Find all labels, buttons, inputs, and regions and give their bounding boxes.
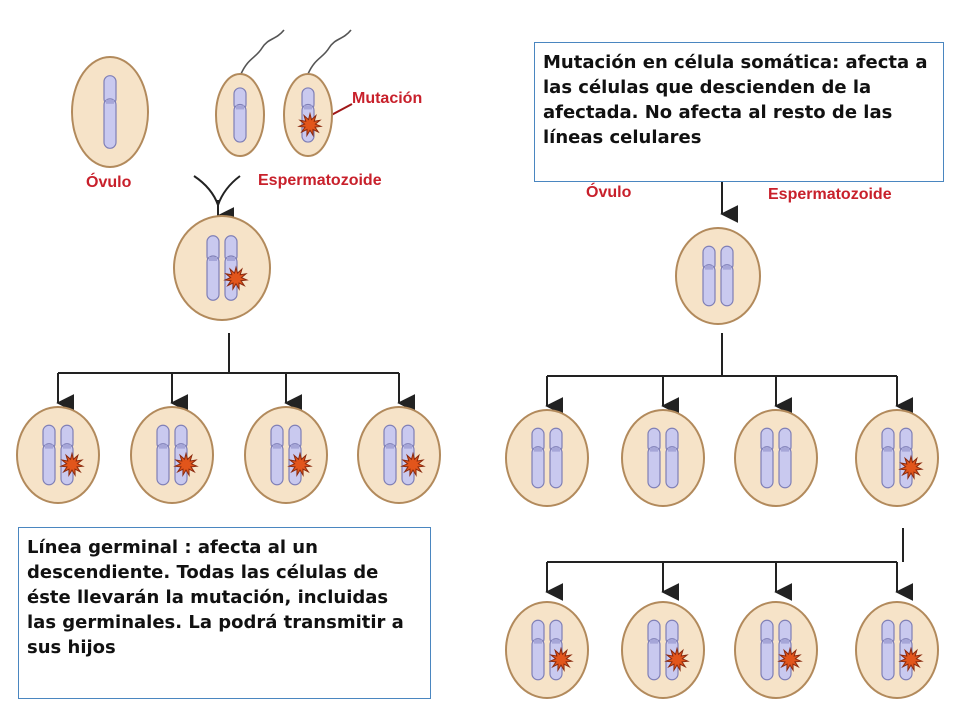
chromosome-maternal [270, 424, 284, 486]
cell-left-descendant-1 [16, 406, 100, 504]
cell-right-descendant-2 [621, 409, 705, 507]
cell-right-descendant-4 [855, 409, 939, 507]
chromosome-maternal [647, 619, 661, 681]
label-left-sperm: Espermatozoide [258, 172, 382, 189]
merge-curve [217, 175, 241, 206]
mutation-star [777, 646, 803, 673]
chromosome-maternal [156, 424, 170, 486]
chromosome [103, 75, 117, 149]
cell-right-lineage-4 [855, 601, 939, 699]
cells [16, 29, 939, 699]
mutation-star [297, 111, 323, 138]
cell-right-descendant-3 [734, 409, 818, 507]
cell-left-sperm-normal [215, 73, 265, 157]
chromosome-maternal [206, 235, 220, 301]
chromosome [233, 87, 247, 143]
chromosome-paternal [778, 427, 792, 489]
chromosome-paternal [720, 245, 734, 307]
cell-left-descendant-4 [357, 406, 441, 504]
label-right-ovum: Óvulo [586, 184, 632, 201]
chromosome-maternal [881, 427, 895, 489]
mutation-star [173, 451, 199, 478]
chromosome-maternal [881, 619, 895, 681]
mutation-star [59, 451, 85, 478]
mutation-star [664, 646, 690, 673]
sperm-tail [240, 29, 285, 75]
cell-left-sperm-mutated [283, 73, 333, 157]
cell-left-ovum [71, 56, 149, 168]
chromosome-maternal [647, 427, 661, 489]
chromosome-maternal [383, 424, 397, 486]
chromosome-paternal [60, 424, 74, 486]
cell-left-descendant-3 [244, 406, 328, 504]
chromosome-maternal [760, 427, 774, 489]
cell-right-zygote [675, 227, 761, 325]
cell-right-lineage-2 [621, 601, 705, 699]
note-germline-mutation: Línea germinal : afecta al un descendien… [18, 527, 431, 699]
cell-left-zygote [173, 215, 271, 321]
mutation-star [287, 451, 313, 478]
cell-right-lineage-1 [505, 601, 589, 699]
chromosome-maternal [531, 427, 545, 489]
sperm-tail [307, 29, 352, 75]
chromosome-paternal [899, 619, 913, 681]
label-left-ovum: Óvulo [86, 174, 132, 191]
chromosome-maternal [42, 424, 56, 486]
mutation-star [223, 265, 249, 291]
chromosome-maternal [702, 245, 716, 307]
chromosome-paternal [549, 427, 563, 489]
flow-lines [56, 103, 914, 601]
chromosome-maternal [760, 619, 774, 681]
cell-right-descendant-1 [505, 409, 589, 507]
chromosome-paternal [665, 427, 679, 489]
cell-right-lineage-3 [734, 601, 818, 699]
note-somatic-mutation: Mutación en célula somática: afecta a la… [534, 42, 944, 182]
cell-left-descendant-2 [130, 406, 214, 504]
chromosome-maternal [531, 619, 545, 681]
merge-curve [193, 175, 219, 206]
chromosome-paternal [401, 424, 415, 486]
mutation-star [898, 646, 924, 673]
mutation-star [898, 454, 924, 481]
label-mutation: Mutación [352, 90, 423, 107]
label-right-sperm: Espermatozoide [768, 186, 892, 203]
mutation-star [548, 646, 574, 673]
chromosome-paternal [224, 235, 238, 301]
mutation-star [400, 451, 426, 478]
